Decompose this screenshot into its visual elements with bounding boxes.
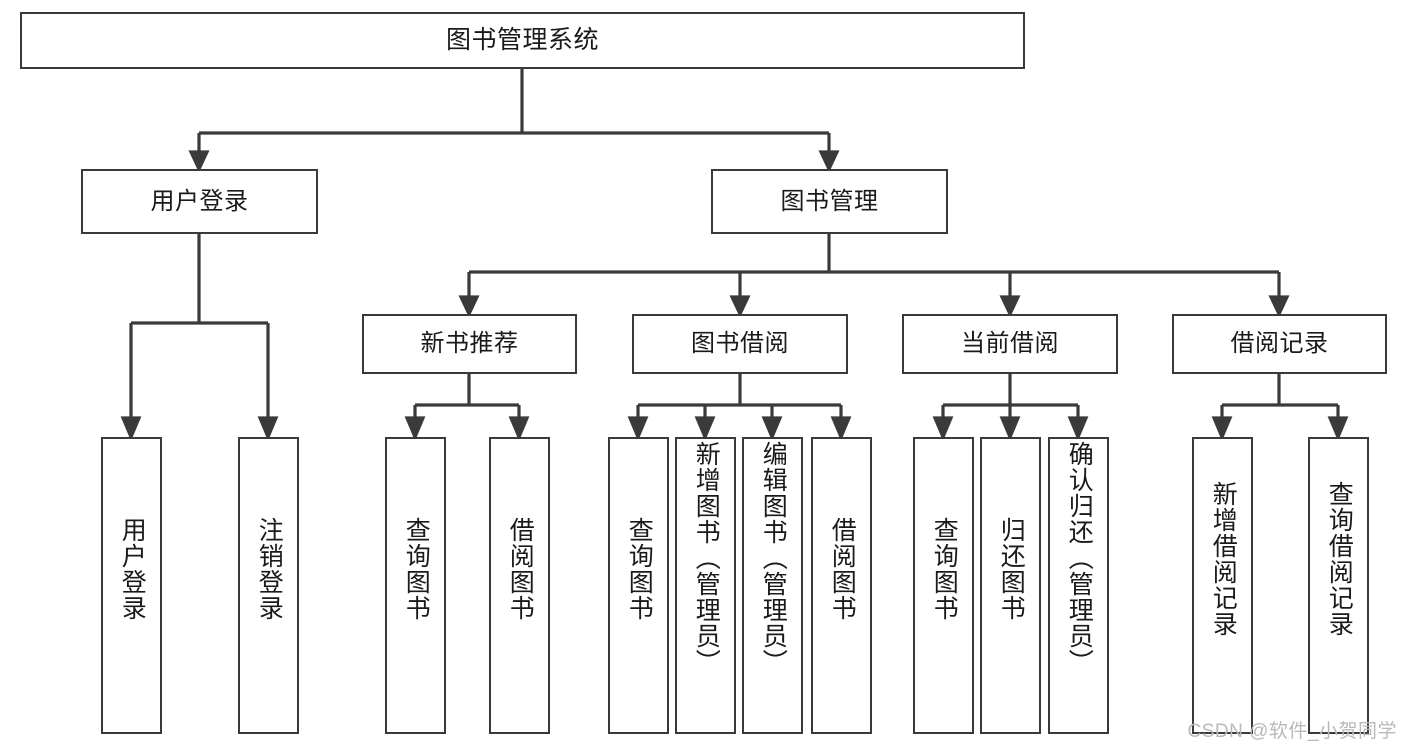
node-label: 当前借阅 <box>961 330 1059 358</box>
arrowhead-leaf-8 <box>830 416 852 442</box>
arrowhead-leaf-13 <box>1327 416 1349 442</box>
arrowhead-leaf-2 <box>257 416 279 442</box>
node-label: 查询图书 <box>930 517 959 621</box>
node-label: 图书管理 <box>780 187 879 215</box>
node-label: 图书管理系统 <box>445 26 599 55</box>
node-leaf-user-login[interactable]: 用户登录 <box>101 437 162 734</box>
node-label: 确认归还（管理员） <box>1065 441 1094 675</box>
node-label: 新增图书（管理员） <box>692 441 721 675</box>
arrowhead-leaf-3 <box>404 416 426 442</box>
node-label: 用户登录 <box>118 517 147 621</box>
node-leaf-borrow-book-2[interactable]: 借阅图书 <box>811 437 872 734</box>
node-label: 借阅记录 <box>1230 330 1329 358</box>
node-leaf-confirm-return[interactable]: 确认归还（管理员） <box>1048 437 1109 734</box>
node-label: 查询图书 <box>625 517 654 621</box>
watermark: CSDN @软件_小贺同学 <box>1187 721 1397 742</box>
node-leaf-query-book-3[interactable]: 查询图书 <box>913 437 974 734</box>
arrowhead-leaf-11 <box>1067 416 1089 442</box>
node-label: 归还图书 <box>997 517 1026 621</box>
arrowhead-leaf-9 <box>932 416 954 442</box>
node-leaf-query-book-2[interactable]: 查询图书 <box>608 437 669 734</box>
node-label: 用户登录 <box>150 187 249 215</box>
node-book-borrow[interactable]: 图书借阅 <box>632 314 848 374</box>
node-label: 借阅图书 <box>506 517 535 621</box>
node-label: 编辑图书（管理员） <box>759 441 788 675</box>
arrowhead-leaf-4 <box>508 416 530 442</box>
arrowhead-leaf-10 <box>999 416 1021 442</box>
node-leaf-edit-book[interactable]: 编辑图书（管理员） <box>742 437 803 734</box>
node-label: 查询借阅记录 <box>1325 481 1354 637</box>
node-leaf-borrow-book-1[interactable]: 借阅图书 <box>489 437 550 734</box>
node-borrow-record[interactable]: 借阅记录 <box>1172 314 1387 374</box>
arrowhead-book-management <box>818 150 840 173</box>
node-label: 图书借阅 <box>691 330 789 358</box>
arrowhead-leaf-1 <box>120 416 142 442</box>
arrowhead-new-book <box>458 295 480 318</box>
arrowhead-book-borrow <box>729 295 751 318</box>
node-leaf-query-book-1[interactable]: 查询图书 <box>385 437 446 734</box>
arrowhead-user-login <box>188 150 210 173</box>
node-book-management[interactable]: 图书管理 <box>711 169 948 234</box>
node-leaf-logout-login[interactable]: 注销登录 <box>238 437 299 734</box>
node-leaf-return-book[interactable]: 归还图书 <box>980 437 1041 734</box>
arrowhead-leaf-7 <box>761 416 783 442</box>
node-leaf-add-borrow-record[interactable]: 新增借阅记录 <box>1192 437 1253 734</box>
node-label: 注销登录 <box>255 517 284 621</box>
arrowhead-borrow-record <box>1268 295 1290 318</box>
node-user-login[interactable]: 用户登录 <box>81 169 318 234</box>
arrowhead-leaf-5 <box>627 416 649 442</box>
node-leaf-query-borrow-record[interactable]: 查询借阅记录 <box>1308 437 1369 734</box>
node-root-system[interactable]: 图书管理系统 <box>20 12 1025 69</box>
arrowhead-current-borrow <box>999 295 1021 318</box>
arrowhead-leaf-12 <box>1211 416 1233 442</box>
node-new-book-recommend[interactable]: 新书推荐 <box>362 314 577 374</box>
node-label: 新书推荐 <box>420 330 519 358</box>
node-label: 查询图书 <box>402 517 431 621</box>
node-label: 借阅图书 <box>828 517 857 621</box>
node-leaf-add-book[interactable]: 新增图书（管理员） <box>675 437 736 734</box>
node-current-borrow[interactable]: 当前借阅 <box>902 314 1118 374</box>
node-label: 新增借阅记录 <box>1209 481 1238 637</box>
arrowhead-leaf-6 <box>694 416 716 442</box>
